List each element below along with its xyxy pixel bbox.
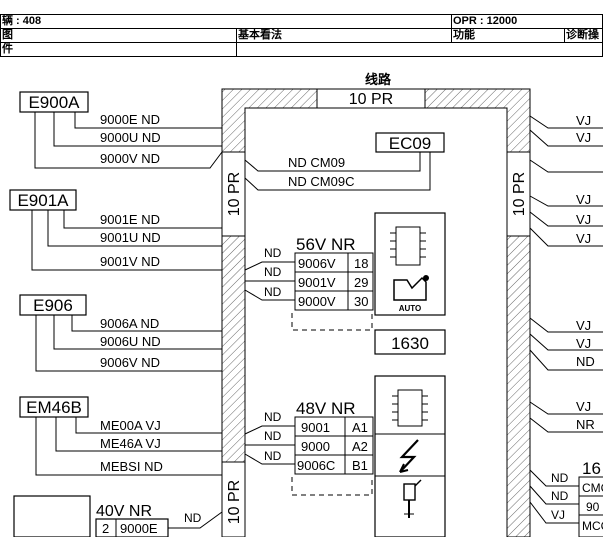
module-1630-nd-3: ND [264,285,282,299]
right-label-1: VJ [576,113,591,128]
module-48v-header: 48V NR [296,399,356,418]
opr-text: OPR : 12000 [453,15,518,27]
bundle-top-label: 10 PR [349,91,393,108]
module-48v-row3-wire: 9006C [297,458,335,473]
module-1630-pin-table [294,252,374,311]
e900a-wire-1: 9000E ND [100,112,160,127]
em46b-wire-2: ME46A VJ [100,436,161,451]
module-1630-row3-wire: 9000V [298,294,336,309]
module-1630-nd-1: ND [264,246,282,260]
right-label-4: VJ [576,212,591,227]
header-r2c3-text: 功能 [453,29,475,41]
right-label-9: VJ [576,399,591,414]
module-1630-number: 1630 [391,334,429,353]
header-r2c1-text: 图 [2,29,13,41]
header-table: 辆 : 408 OPR : 12000 图 基本看法 功能 诊断操 件 [0,0,603,75]
connector-ec09-label: EC09 [389,134,432,153]
e906-wire-3: 9006V ND [100,355,160,370]
bundle-left-label-box-2 [221,461,246,537]
e900a-wire-2: 9000U ND [100,130,161,145]
e906-wire-1: 9006A ND [100,316,159,331]
module-1630-row3-pin: 30 [354,294,368,309]
module-48v-nd-2: ND [264,429,282,443]
e901a-wire-3: 9001V ND [100,254,160,269]
bundle-top-label-box [316,88,426,109]
module-48v-row1-pin: A1 [352,420,368,435]
module-48v-nd-1: ND [264,410,282,424]
harness-bundle [221,88,531,537]
bundle-right-label: 10 PR [511,172,528,216]
right-module-vj: VJ [551,508,565,522]
module-1630-row2-pin: 29 [354,275,368,290]
module-48v-row2-wire: 9000 [301,439,330,454]
bundle-left-label-2: 10 PR [226,480,243,524]
chip-icon [395,226,421,266]
module-40v-header: 40V NR [96,503,152,520]
ec09-wire-1: ND CM09 [288,155,345,170]
right-module-nd-1: ND [551,471,569,485]
bundle-right-label-box [506,151,531,237]
bundle-left-label-1: 10 PR [226,172,243,216]
auto-label: AUTO [399,304,422,313]
connector-em46b-label: EM46B [26,398,82,417]
lightning-icon [399,439,419,473]
e901a-wire-2: 9001U ND [100,230,161,245]
module-1630-row1-wire: 9006V [298,256,336,271]
module-48v-row3-pin: B1 [352,458,368,473]
em46b-wire-1: ME00A VJ [100,418,161,433]
module-1630-number-box [374,329,446,355]
right-label-6: VJ [576,318,591,333]
e900a-wire-3: 9000V ND [100,151,160,166]
module-40v-nd: ND [184,511,202,525]
module-48v-nd-3: ND [264,449,282,463]
ec09-wire-2: ND CM09C [288,174,354,189]
module-48v-row2-pin: A2 [352,439,368,454]
right-label-2: VJ [576,130,591,145]
connector-e906-label: E906 [33,296,73,315]
module-40v-wire: 9000E [120,521,158,536]
right-label-8: ND [576,354,595,369]
right-module-code-2: 90 [586,500,600,514]
module-48v-pin-table [294,416,374,475]
module-1630-row2-wire: 9001V [298,275,336,290]
right-module-table [578,476,603,537]
header-r2c4-text: 诊断操 [566,29,599,41]
header-r2c2-text: 基本看法 [238,29,282,41]
right-label-10: NR [576,417,595,432]
gearbox-auto-icon: AUTO [393,275,429,313]
module-48v-row1-wire: 9001 [301,420,330,435]
right-label-7: VJ [576,336,591,351]
module-1630-row1-pin: 18 [354,256,368,271]
em46b-wire-3: MEBSI ND [100,459,163,474]
connector-ec09 [375,132,445,153]
vehicle-text: 辆 : 408 [2,15,42,27]
right-label-3: VJ [576,192,591,207]
bundle-left-label-box-1 [221,151,246,237]
bundle-title: 线路 [365,72,392,87]
module-1630-nd-2: ND [264,265,282,279]
e906-wire-2: 9006U ND [100,334,161,349]
module-1630-header: 56V NR [296,235,356,254]
right-module-number: 16 [582,459,601,478]
header-r3c1-text: 件 [2,43,13,55]
right-module-code-1: CMC [582,481,603,495]
module-40v-body [13,495,91,537]
right-module-nd-2: ND [551,489,569,503]
connector-em46b [19,396,89,418]
e901a-wire-1: 9001E ND [100,212,160,227]
right-label-5: VJ [576,231,591,246]
connector-e901a [9,189,77,211]
chip-icon-2 [397,389,423,427]
connector-e901a-label: E901A [17,191,69,210]
right-module-code-3: MCC [582,519,603,533]
connector-e906 [19,294,87,316]
connector-e900a-label: E900A [28,93,80,112]
injector-icon [403,479,422,518]
module-40v-pin: 2 [102,521,109,536]
